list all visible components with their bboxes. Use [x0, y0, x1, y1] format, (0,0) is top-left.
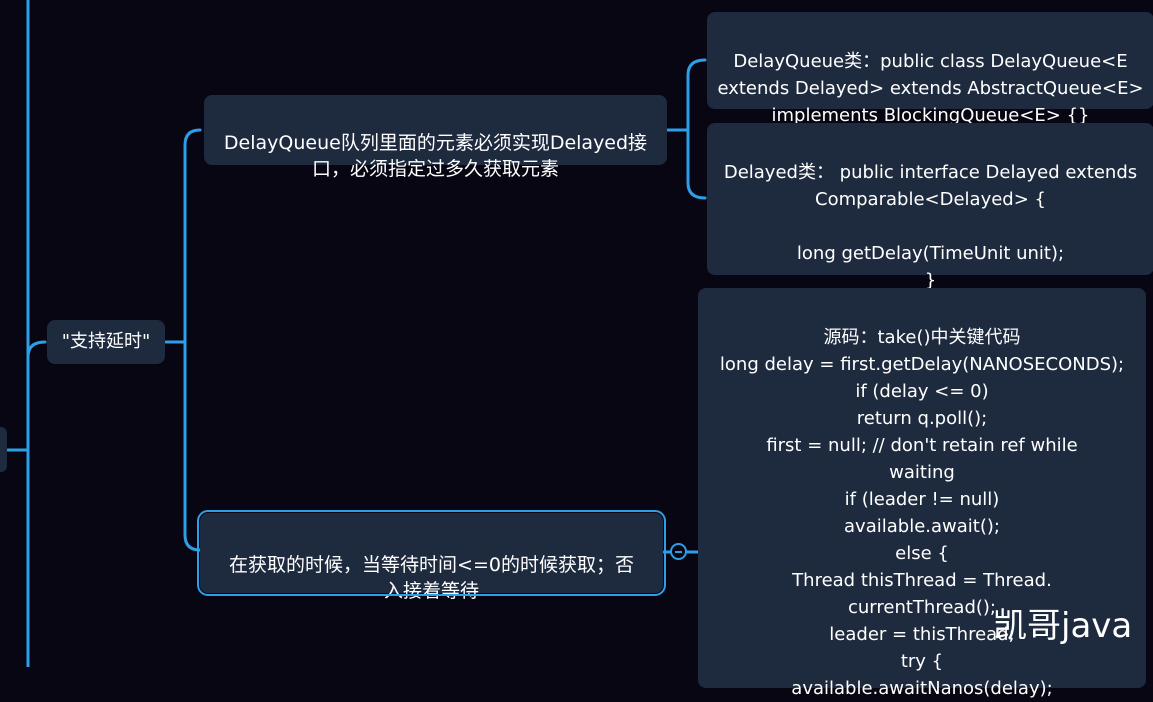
support-delay-node[interactable]: "支持延时"	[47, 320, 165, 364]
support-delay-connector	[26, 340, 47, 359]
collapse-toggle-icon[interactable]	[670, 543, 687, 560]
delayqueue-children-connector	[666, 58, 707, 200]
source-code-label: 源码：take()中关键代码 long delay = first.getDel…	[719, 327, 1125, 699]
watermark: 凯哥java	[993, 606, 1133, 646]
delayed-class-label: Delayed类： public interface Delayed exten…	[723, 162, 1138, 291]
take-when-expired-label: 在获取的时候，当等待时间<=0的时候获取；否 入接着等待	[229, 554, 634, 602]
root-node[interactable]	[0, 427, 7, 472]
source-code-node[interactable]: 源码：take()中关键代码 long delay = first.getDel…	[698, 288, 1146, 699]
delay-queue-requirement-node[interactable]: DelayQueue队列里面的元素必须实现Delayed接 口，必须指定过多久获…	[204, 95, 667, 180]
delayed-class-node[interactable]: Delayed类： public interface Delayed exten…	[707, 123, 1153, 291]
mindmap-connectors	[6, 0, 707, 667]
support-vertical-connector	[183, 128, 202, 552]
delayqueue-class-label: DelayQueue类：public class DelayQueue<E ex…	[717, 51, 1144, 126]
delay-queue-requirement-label: DelayQueue队列里面的元素必须实现Delayed接 口，必须指定过多久获…	[223, 132, 648, 180]
take-when-expired-node[interactable]: 在获取的时候，当等待时间<=0的时候获取；否 入接着等待	[197, 510, 666, 602]
support-delay-label: "支持延时"	[61, 331, 151, 352]
delayqueue-class-node[interactable]: DelayQueue类：public class DelayQueue<E ex…	[707, 12, 1153, 126]
